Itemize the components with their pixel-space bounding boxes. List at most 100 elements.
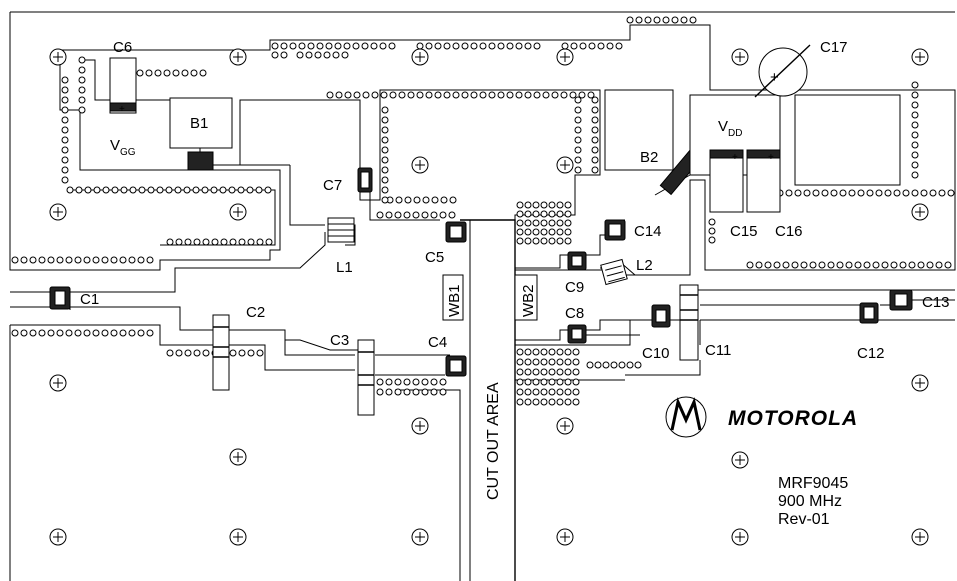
mounting-hole [229,448,247,466]
via-hole [166,238,174,246]
via-hole [574,126,582,134]
via-hole [708,218,716,226]
via-hole [857,189,865,197]
via-hole [256,238,264,246]
via-hole [129,186,137,194]
via-hole [376,211,384,219]
plus-sign-c16: + [768,152,774,163]
via-hole [193,349,201,357]
via-hole [548,210,556,218]
via-hole [944,261,952,269]
via-hole [61,76,69,84]
via-hole [264,186,272,194]
via-hole [381,176,389,184]
via-hole [145,69,153,77]
label-c9: C9 [565,279,584,296]
mounting-hole [911,203,929,221]
via-hole [65,329,73,337]
via-hole [332,51,340,59]
via-hole [219,186,227,194]
via-hole [689,16,697,24]
via-hole [307,42,315,50]
via-hole [755,261,763,269]
via-hole [782,261,790,269]
component-labels: C6 VGG B1 C7 L1 C5 C1 C2 C3 C4 C9 C8 C14… [80,39,950,500]
via-hole [110,256,118,264]
mounting-hole [911,374,929,392]
label-l2: L2 [636,257,653,274]
via-hole [190,69,198,77]
plus-sign-c17: + [770,69,779,86]
via-hole [75,186,83,194]
via-hole [175,238,183,246]
via-hole [172,69,180,77]
via-hole [524,398,532,406]
via-hole [61,106,69,114]
via-hole [872,261,880,269]
via-hole [78,86,86,94]
via-hole [524,378,532,386]
via-hole [564,348,572,356]
label-c11: C11 [705,342,731,359]
via-hole [296,51,304,59]
via-hole [515,91,523,99]
via-hole [381,116,389,124]
via-hole [229,349,237,357]
via-hole [92,256,100,264]
via-hole [540,228,548,236]
via-hole [412,388,420,396]
via-hole [38,256,46,264]
via-hole [425,91,433,99]
mounting-hole [411,156,429,174]
via-hole [61,136,69,144]
mounting-hole [556,417,574,435]
via-hole [671,16,679,24]
via-hole [416,91,424,99]
via-hole [92,329,100,337]
via-hole [591,96,599,104]
via-hole [398,91,406,99]
via-hole [61,156,69,164]
via-hole [540,388,548,396]
via-hole [881,261,889,269]
via-hole [434,42,442,50]
via-hole [280,42,288,50]
via-hole [361,42,369,50]
label-c10: C10 [642,345,670,362]
via-hole [102,186,110,194]
mounting-hole [911,48,929,66]
via-hole [911,91,919,99]
via-hole [202,349,210,357]
via-hole [809,261,817,269]
via-hole [271,51,279,59]
via-hole [181,69,189,77]
via-hole [556,201,564,209]
via-hole [551,91,559,99]
via-hole [385,378,393,386]
via-hole [532,358,540,366]
via-hole [175,349,183,357]
via-hole [431,196,439,204]
mounting-hole [411,48,429,66]
via-hole [845,261,853,269]
via-hole [821,189,829,197]
via-hole [376,378,384,386]
via-hole [247,238,255,246]
via-hole [439,378,447,386]
mounting-hole [556,528,574,546]
via-hole [591,136,599,144]
via-hole [516,398,524,406]
via-hole [138,186,146,194]
via-hole [572,348,580,356]
via-hole [533,91,541,99]
via-hole [47,329,55,337]
via-hole [362,91,370,99]
via-hole [448,211,456,219]
via-hole [238,238,246,246]
via-hole [11,256,19,264]
via-hole [911,161,919,169]
via-hole [84,186,92,194]
via-hole [47,256,55,264]
label-c3: C3 [330,332,349,349]
via-hole [421,211,429,219]
